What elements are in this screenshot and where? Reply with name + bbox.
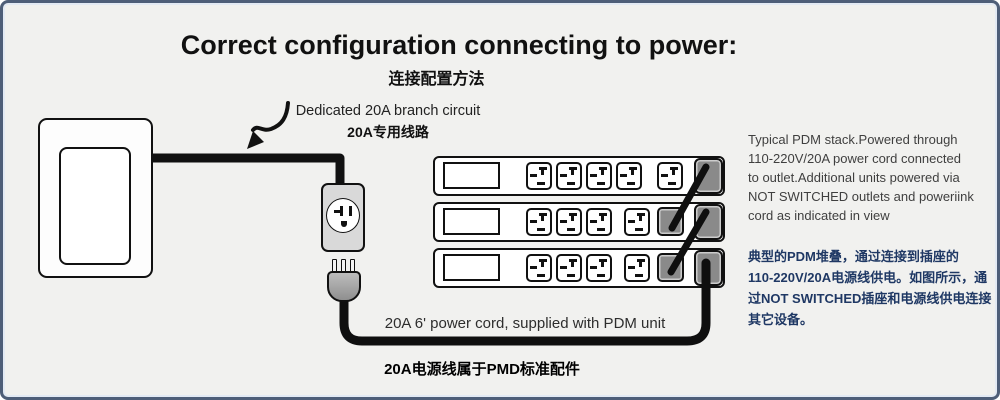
outlet-socket-icon bbox=[556, 162, 582, 190]
not-switched-link-socket bbox=[694, 204, 723, 240]
branch-circuit-label-en: Dedicated 20A branch circuit bbox=[295, 103, 481, 119]
outlet-socket-icon bbox=[624, 208, 650, 236]
wall-outlet-receptacle bbox=[321, 183, 365, 252]
wall-plate bbox=[38, 118, 153, 278]
branch-circuit-label-zh: 20A专用线路 bbox=[347, 124, 429, 140]
arrow-head-icon bbox=[247, 131, 264, 149]
neutral-slot-icon bbox=[340, 206, 343, 216]
outlet-socket-icon bbox=[526, 254, 552, 282]
arrow-squiggle bbox=[251, 101, 290, 132]
neutral-slot-t-icon bbox=[334, 210, 341, 213]
not-switched-link-socket bbox=[657, 253, 684, 282]
outlet-socket-icon bbox=[616, 162, 642, 190]
not-switched-link-socket bbox=[657, 207, 684, 236]
power-cord-label-zh: 20A电源线属于PMD标准配件 bbox=[384, 361, 580, 378]
outlet-socket-icon bbox=[624, 254, 650, 282]
ground-slot-icon bbox=[341, 221, 347, 227]
pdm-strip-2 bbox=[433, 202, 725, 242]
page-subtitle: 连接配置方法 bbox=[388, 71, 485, 88]
outlet-socket-icon bbox=[657, 162, 683, 190]
outlet-socket-icon bbox=[586, 208, 612, 236]
hot-slot-icon bbox=[349, 206, 352, 216]
outlet-face-icon bbox=[326, 198, 360, 233]
outlet-socket-icon bbox=[526, 162, 552, 190]
outlet-socket-icon bbox=[556, 208, 582, 236]
page-title: Correct configuration connecting to powe… bbox=[180, 30, 738, 60]
pdm-display-panel bbox=[443, 162, 500, 189]
pdm-display-panel bbox=[443, 254, 500, 281]
pdm-note-zh: 典型的PDM堆叠，通过连接到插座的 110-220V/20A电源线供电。如图所示… bbox=[748, 249, 992, 327]
pdm-display-panel bbox=[443, 208, 500, 235]
not-switched-link-socket bbox=[694, 250, 723, 286]
not-switched-link-socket bbox=[694, 158, 723, 194]
outlet-socket-icon bbox=[526, 208, 552, 236]
pdm-strip-3 bbox=[433, 248, 725, 288]
power-cord-label-en: 20A 6' power cord, supplied with PDM uni… bbox=[384, 315, 666, 332]
outlet-socket-icon bbox=[556, 254, 582, 282]
pdm-strip-1 bbox=[433, 156, 725, 196]
wall-plate-inner bbox=[59, 147, 131, 265]
branch-circuit-wire bbox=[153, 153, 345, 189]
outlet-socket-icon bbox=[586, 254, 612, 282]
outlet-socket-icon bbox=[586, 162, 612, 190]
power-plug bbox=[327, 271, 361, 302]
pdm-note-en: Typical PDM stack.Powered through 110-22… bbox=[748, 132, 974, 223]
